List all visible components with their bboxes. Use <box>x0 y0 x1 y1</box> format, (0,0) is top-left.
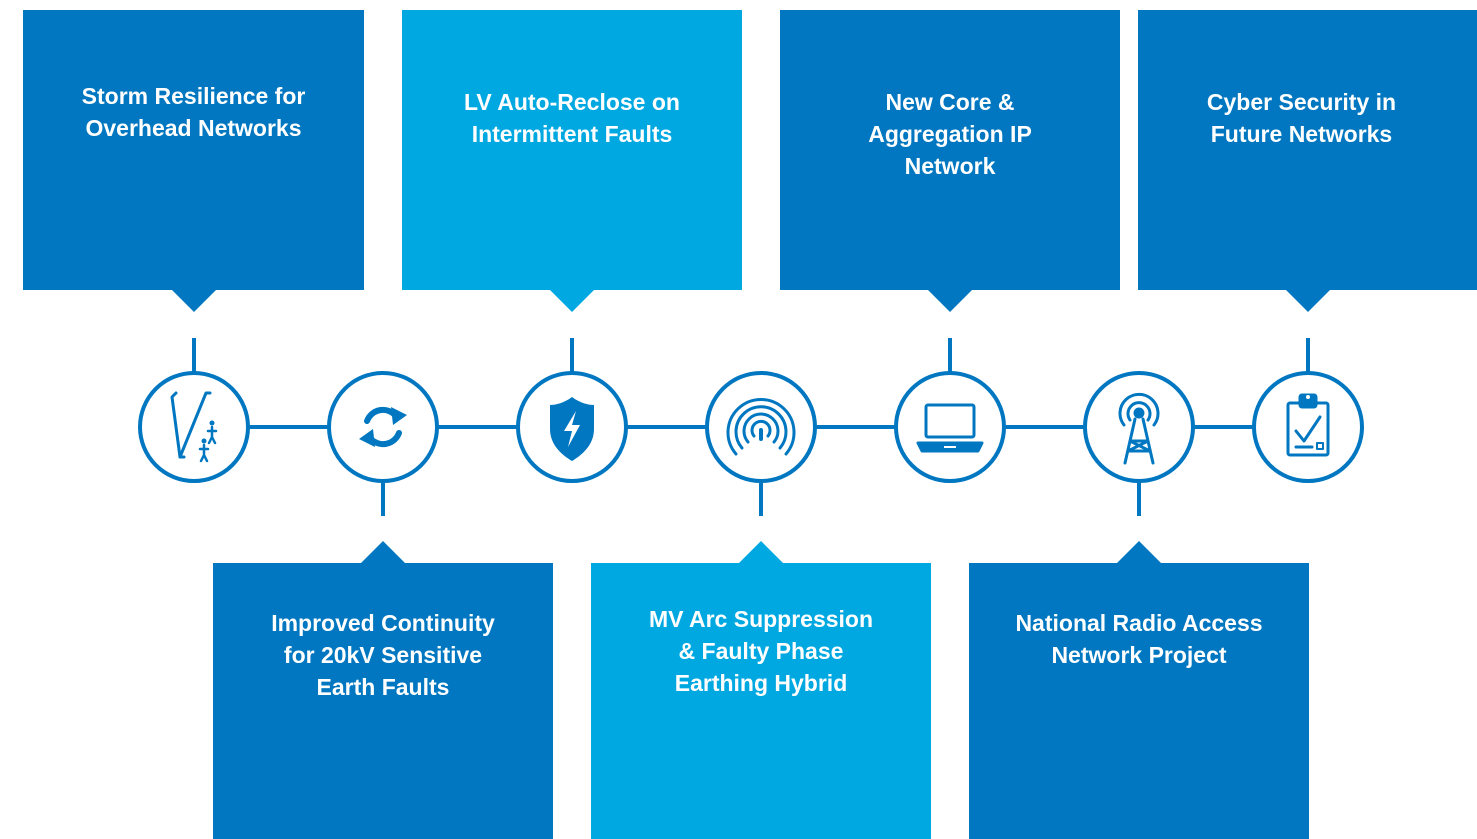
card-pointer <box>928 290 972 312</box>
card-title: National Radio Access Network Project <box>1015 610 1263 668</box>
card-title: Improved Continuity for 20kV Sensitive E… <box>271 610 495 700</box>
card-pointer <box>550 290 594 312</box>
card-lv-auto-reclose: LV Auto-Reclose on Intermittent Faults <box>402 10 742 290</box>
card-mv-arc-suppression: MV Arc Suppression & Faulty Phase Earthi… <box>591 563 931 839</box>
clipboard-check-icon <box>1286 393 1330 457</box>
card-title: MV Arc Suppression & Faulty Phase Earthi… <box>648 606 874 696</box>
card-improved-continuity: Improved Continuity for 20kV Sensitive E… <box>213 563 553 839</box>
card-pointer <box>1286 290 1330 312</box>
timeline-node-4 <box>705 371 817 483</box>
card-pointer <box>361 541 405 563</box>
timeline-node-7 <box>1252 371 1364 483</box>
card-title: Cyber Security in Future Networks <box>1206 89 1397 147</box>
card-pointer <box>739 541 783 563</box>
radio-tower-icon <box>1118 392 1160 465</box>
card-title: Storm Resilience for Overhead Networks <box>81 83 306 141</box>
card-cyber-security: Cyber Security in Future Networks <box>1138 10 1477 290</box>
card-title: LV Auto-Reclose on Intermittent Faults <box>464 89 680 147</box>
timeline-node-6 <box>1083 371 1195 483</box>
overhead-line-workers-icon <box>170 391 218 463</box>
card-pointer <box>172 290 216 312</box>
signal-waves-icon <box>726 397 796 456</box>
timeline-node-1 <box>138 371 250 483</box>
timeline-node-5 <box>894 371 1006 483</box>
card-pointer <box>1117 541 1161 563</box>
card-core-aggregation-ip: New Core & Aggregation IP Network <box>780 10 1120 290</box>
card-storm-resilience: Storm Resilience for Overhead Networks <box>23 10 364 290</box>
shield-lightning-icon <box>550 397 594 461</box>
card-title: New Core & Aggregation IP Network <box>868 89 1032 179</box>
sync-arrows-icon <box>359 406 407 448</box>
timeline-node-2 <box>327 371 439 483</box>
card-national-radio-access: National Radio Access Network Project <box>969 563 1309 839</box>
laptop-icon <box>916 403 984 453</box>
